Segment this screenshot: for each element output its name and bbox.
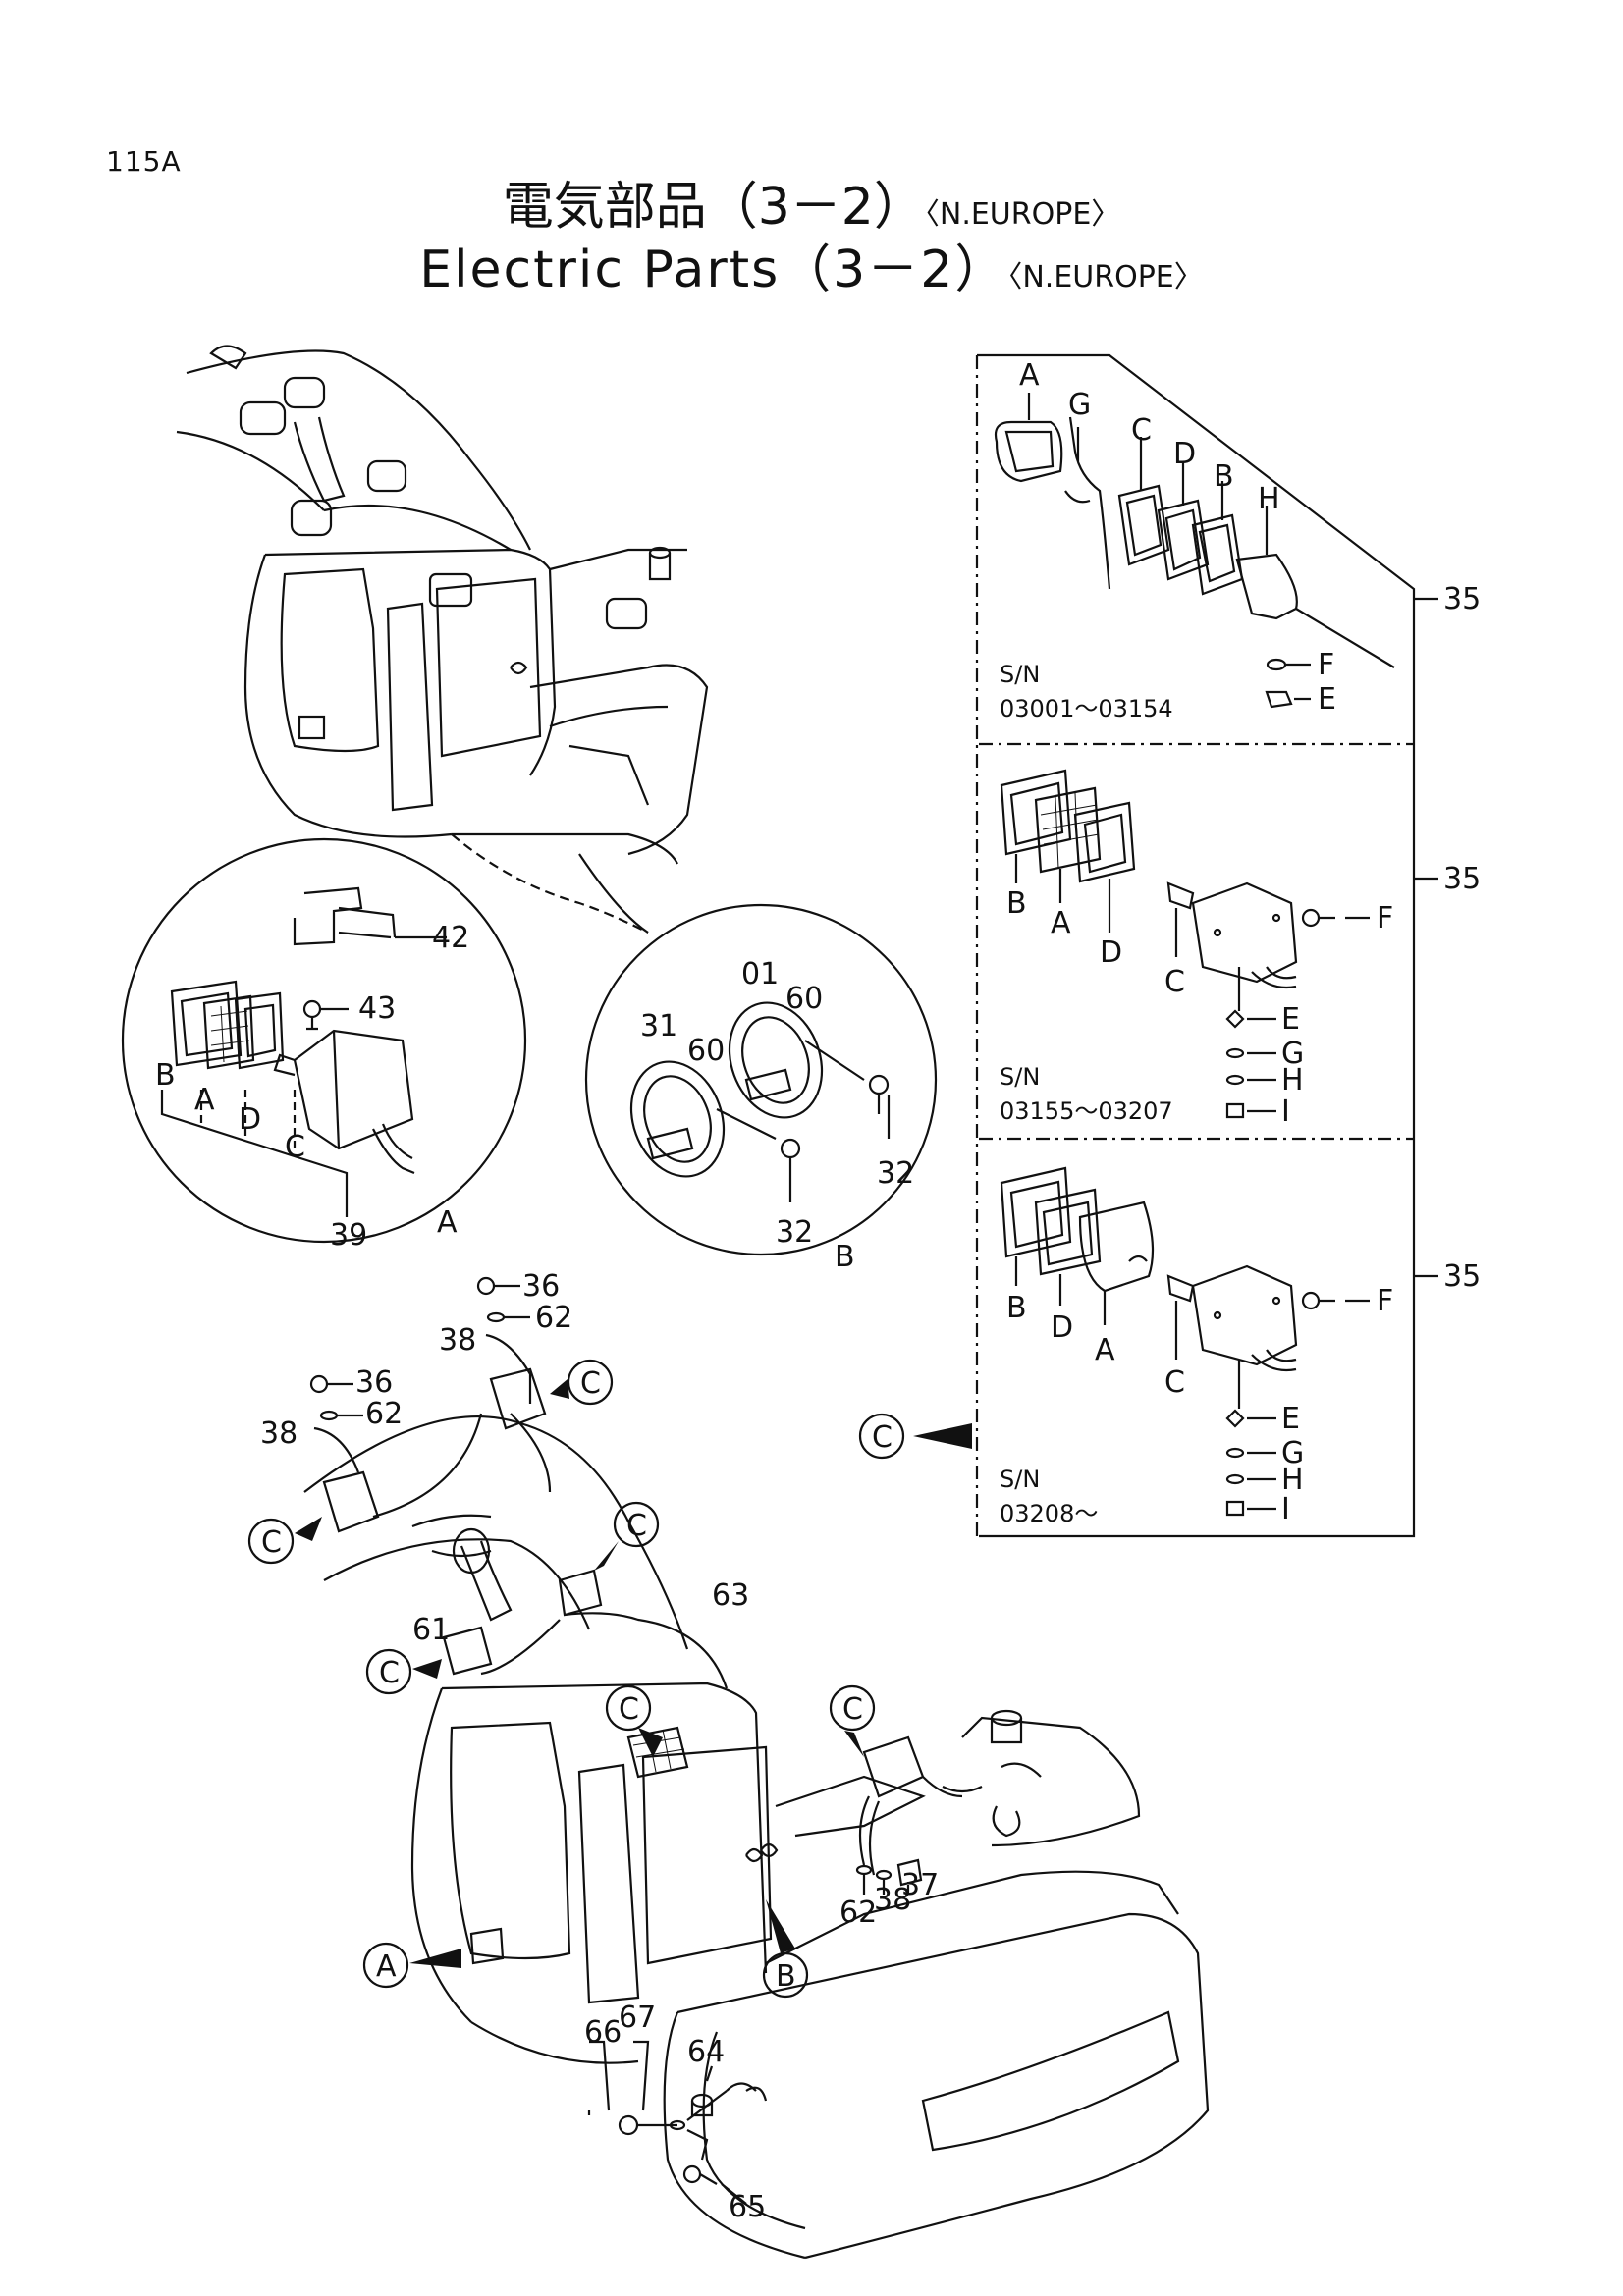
callout-c-5: C (619, 1692, 639, 1727)
panel-3-ref: 35 (1443, 1259, 1481, 1294)
panel-2-letter-G: G (1281, 1037, 1304, 1071)
panel-2-letter-H: H (1281, 1063, 1304, 1097)
panel-2-letter-C: C (1164, 965, 1185, 999)
part-36b: 36 (355, 1365, 393, 1400)
panel-1-sn-label: S/N (1000, 661, 1040, 688)
detail-b-label-60a: 60 (785, 982, 823, 1016)
panel-2-ref: 35 (1443, 862, 1481, 896)
panel-callout-c-text: C (872, 1420, 893, 1455)
panel-2-letter-I: I (1281, 1095, 1290, 1129)
detail-a-label-C: C (285, 1130, 305, 1164)
panel-1-letter-E: E (1318, 682, 1336, 717)
panel-callout-c: C (858, 1413, 972, 1460)
detail-a-label-A: A (194, 1083, 215, 1117)
region-tag: 〈N.EUROPE〉 (1007, 260, 1204, 294)
panel-2-letter-F: F (1377, 901, 1393, 935)
page-number: 115A (106, 145, 182, 178)
detail-b-label-31: 31 (640, 1009, 677, 1043)
panel-2-sn-label: S/N (1000, 1063, 1040, 1091)
upper-machine-sketch (176, 345, 709, 934)
part-63: 63 (712, 1578, 749, 1613)
detail-b-callout-B: B (835, 1240, 855, 1274)
detail-b-label-01: 01 (741, 957, 779, 991)
callout-a: A (376, 1949, 397, 1984)
detail-a-label-43: 43 (358, 991, 396, 1026)
panel-2-letter-A: A (1051, 906, 1071, 940)
panel-1-sn-range: 03001～03154 (1000, 695, 1173, 722)
panel-2-letter-E: E (1281, 1002, 1300, 1037)
detail-a-label-39: 39 (330, 1218, 367, 1253)
detail-b-label-32a: 32 (877, 1156, 914, 1191)
main-part-numbers: 36 62 38 36 62 38 61 63 62 38 37 64 66 6… (260, 1269, 939, 2224)
part-38c: 38 (874, 1883, 911, 1917)
part-62a: 62 (535, 1301, 572, 1335)
detail-a-label-B: B (155, 1058, 176, 1093)
panel-2: B A D C F E G H I S/N 03155～03207 35 (1000, 769, 1481, 1129)
part-65: 65 (729, 2190, 766, 2224)
panel-3: B D A C F E G H I S/N 03208～ 35 (1000, 1166, 1481, 1527)
panel-1: A G C D B H F E S/N 03001～03154 35 (994, 358, 1481, 722)
detail-b-label-32b: 32 (776, 1215, 813, 1250)
callout-c-2: C (261, 1525, 282, 1560)
part-38a: 38 (439, 1323, 476, 1358)
detail-a-callout-A: A (437, 1205, 458, 1240)
detail-b: 01 60 31 60 32 32 B (584, 903, 938, 1274)
title-japanese: 電気部品（3－2）〈N.EUROPE〉 (0, 165, 1623, 239)
panel-1-letter-B: B (1214, 459, 1234, 494)
title-jp-text: 電気部品（3－2） (502, 178, 925, 237)
detail-a-label-D: D (239, 1102, 261, 1137)
panel-3-letter-B: B (1006, 1291, 1027, 1325)
callout-b: B (776, 1959, 796, 1994)
panel-1-letter-D: D (1173, 437, 1196, 471)
callout-c-1: C (580, 1366, 601, 1401)
panel-3-sn-range: 03208～ (1000, 1500, 1098, 1527)
panel-3-letter-H: H (1281, 1463, 1304, 1497)
part-62c: 62 (839, 1896, 877, 1930)
title-english: Electric Parts（3－2）〈N.EUROPE〉 (0, 228, 1623, 301)
part-67: 67 (619, 2001, 656, 2035)
panel-2-sn-range: 03155～03207 (1000, 1097, 1173, 1125)
panel-1-letter-G: G (1068, 388, 1091, 422)
panel-2-letter-B: B (1006, 886, 1027, 921)
title-en-text: Electric Parts（3－2） (419, 240, 1008, 299)
part-36a: 36 (522, 1269, 560, 1304)
callout-c-6: C (842, 1692, 863, 1727)
panel-3-letter-I: I (1281, 1492, 1290, 1526)
panel-3-letter-F: F (1377, 1284, 1393, 1318)
panel-3-letter-G: G (1281, 1436, 1304, 1470)
panel-1-letter-H: H (1258, 482, 1280, 516)
panel-3-letter-C: C (1164, 1365, 1185, 1400)
panel-1-letter-C: C (1131, 413, 1152, 448)
region-tag: 〈N.EUROPE〉 (924, 197, 1121, 232)
part-61: 61 (412, 1613, 450, 1647)
detail-a: 42 43 B A D C 39 A (121, 837, 527, 1253)
part-62b: 62 (365, 1397, 403, 1431)
panel-1-ref: 35 (1443, 582, 1481, 616)
main-callouts: C C C C C C A B (247, 1359, 876, 1999)
panel-3-sn-label: S/N (1000, 1466, 1040, 1493)
panel-1-letter-F: F (1318, 648, 1334, 682)
detail-b-label-60b: 60 (687, 1034, 725, 1068)
part-37: 37 (901, 1868, 939, 1902)
panels-frame (975, 353, 1438, 1538)
detail-a-label-42: 42 (432, 921, 469, 955)
panel-3-letter-A: A (1095, 1333, 1115, 1367)
main-machine (303, 1276, 1210, 2260)
callout-c-4: C (379, 1656, 400, 1690)
part-66: 66 (584, 2015, 622, 2050)
panel-3-letter-D: D (1051, 1310, 1073, 1345)
panel-1-letter-A: A (1019, 358, 1040, 393)
callout-c-3: C (626, 1509, 647, 1543)
panel-2-letter-D: D (1100, 935, 1122, 970)
part-38b: 38 (260, 1416, 298, 1451)
part-64: 64 (687, 2035, 725, 2069)
panel-3-letter-E: E (1281, 1402, 1300, 1436)
